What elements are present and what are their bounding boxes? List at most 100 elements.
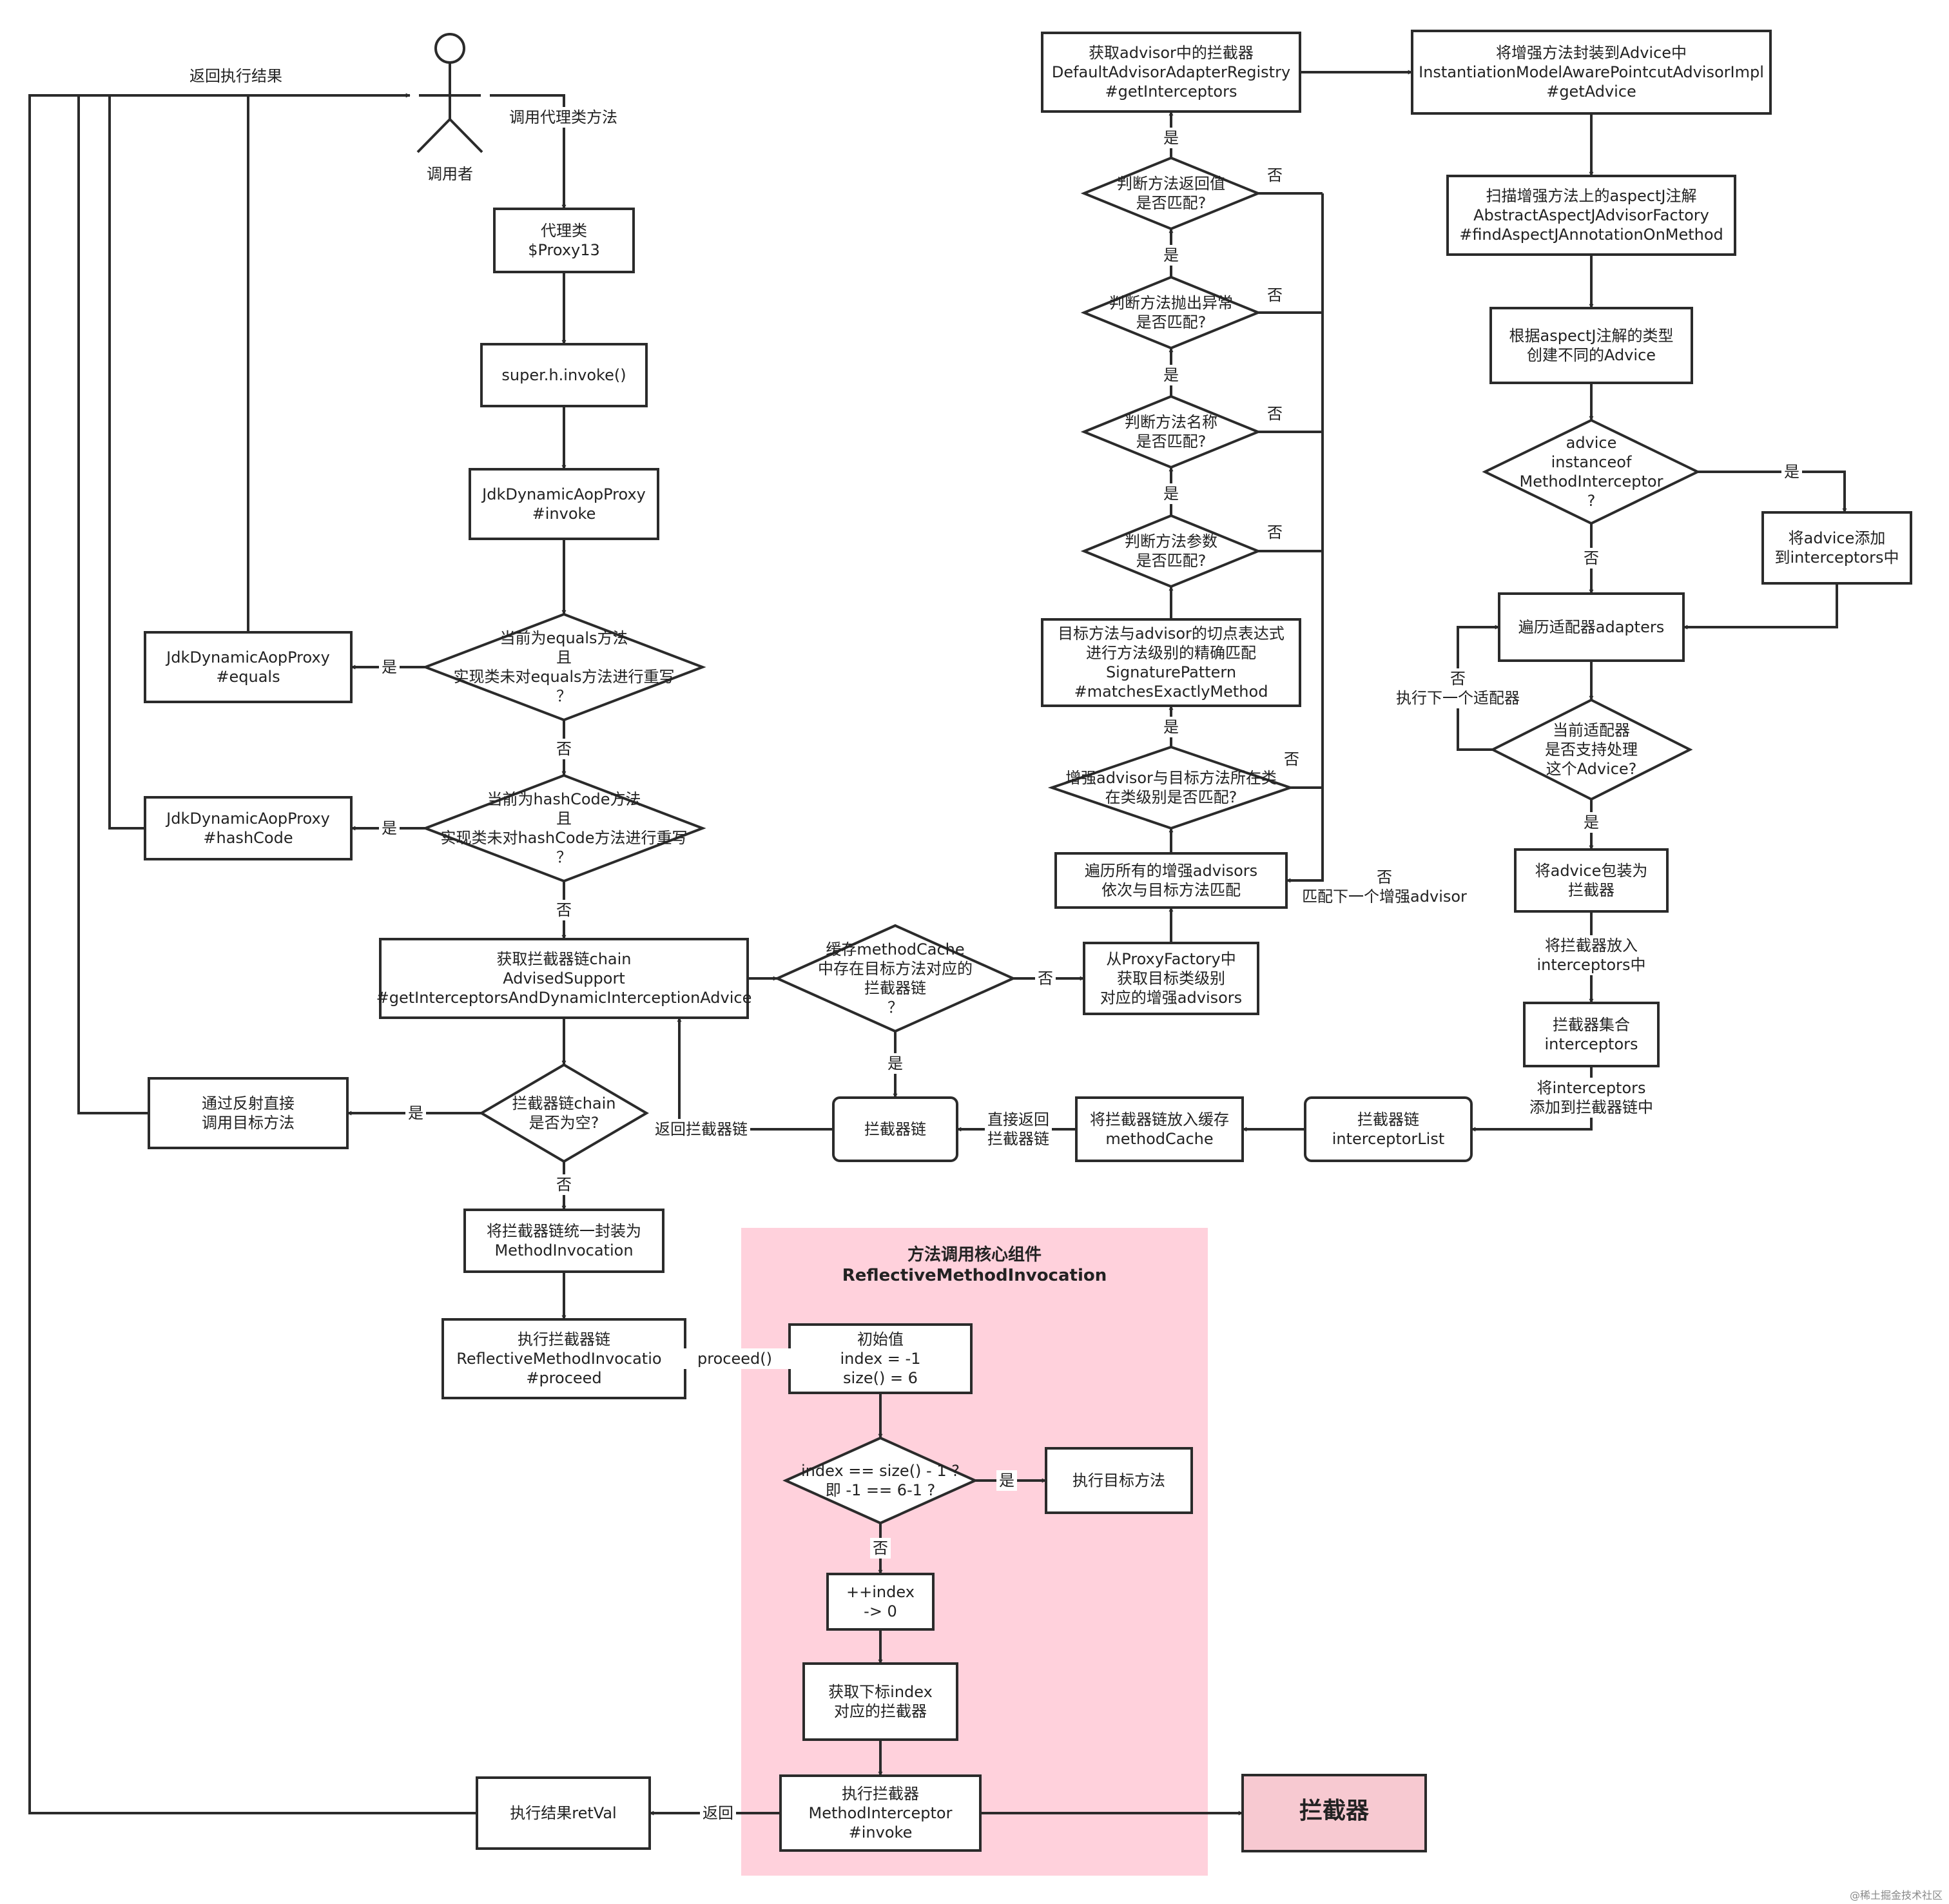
is-hashcode-text: ？ (556, 848, 572, 866)
chain-empty-node: 拦截器链chain 是否为空? (479, 1063, 649, 1163)
jdk-equals-text: JdkDynamicAopProxy (165, 648, 330, 666)
exec-interceptor-text: #invoke (849, 1823, 913, 1841)
traverse-advisors-text: 遍历所有的增强advisors (1085, 862, 1257, 880)
wrap-interceptor-text: 将advice包装为 (1535, 862, 1648, 880)
chain-empty-text: 拦截器链chain (512, 1094, 616, 1112)
is-mi-text: advice (1566, 434, 1617, 452)
interceptors-set-text: 拦截器集合 (1553, 1016, 1630, 1034)
exec-chain-text: ReflectiveMethodInvocation (456, 1350, 672, 1368)
label-next-advisor: 匹配下一个增强advisor (1302, 888, 1467, 906)
label-support-yes: 是 (1584, 813, 1599, 831)
interceptor-big-node: 拦截器 (1241, 1774, 1427, 1852)
init-val-text: index = -1 (840, 1350, 921, 1368)
interceptor-list-text: 拦截器链 (1357, 1111, 1419, 1129)
label-ismi-no: 否 (1584, 549, 1599, 567)
label-next-advisor: 否 (1377, 868, 1392, 886)
scan-aspectj-node: 扫描增强方法上的aspectJ注解AbstractAspectJAdvisorF… (1446, 175, 1736, 256)
label-direct-return: 直接返回 (987, 1111, 1049, 1129)
label-exc-yes: 是 (1163, 246, 1179, 264)
get-interceptors-text: #getInterceptors (1105, 83, 1237, 101)
is-hashcode-text: 且 (556, 810, 572, 828)
scan-aspectj-text: AbstractAspectJAdvisorFactory (1473, 206, 1709, 224)
label-direct-return: 拦截器链 (987, 1130, 1049, 1148)
reflect-direct-text: 调用目标方法 (202, 1114, 295, 1132)
label-put-interceptors: interceptors中 (1537, 956, 1645, 974)
result-node: 执行结果retVal (476, 1776, 651, 1850)
super-invoke-node: super.h.invoke() (480, 343, 648, 407)
exec-interceptor-text: MethodInterceptor (809, 1804, 953, 1822)
inc-index-text: ++index (846, 1583, 915, 1601)
wrap-advice-text: #getAdvice (1546, 83, 1636, 101)
jdk-hashcode-text: JdkDynamicAopProxy (165, 810, 330, 828)
super-invoke-text: super.h.invoke() (501, 366, 626, 384)
jdk-invoke-text: JdkDynamicAopProxy (481, 485, 646, 503)
interceptor-list-text: interceptorList (1332, 1130, 1445, 1148)
scan-aspectj-text: #findAspectJAnnotationOnMethod (1459, 226, 1723, 244)
jdk-invoke-node: JdkDynamicAopProxy#invoke (469, 468, 659, 540)
get-chain-node: 获取拦截器链chainAdvisedSupport#getInterceptor… (376, 938, 751, 1019)
watermark: @稀土掘金技术社区 (1850, 1889, 1943, 1901)
create-advice-text: 根据aspectJ注解的类型 (1509, 327, 1674, 345)
wrap-advice-text: InstantiationModelAwarePointcutAdvisorIm… (1419, 63, 1764, 81)
exc-match-text: 是否匹配? (1136, 313, 1207, 331)
cache-check-text: 中存在目标方法对应的 (818, 960, 973, 978)
exec-chain-text: 执行拦截器链 (518, 1330, 610, 1348)
label-empty-no: 否 (556, 1176, 572, 1194)
param-match-text: 是否匹配? (1136, 552, 1207, 570)
get-by-index-text: 对应的拦截器 (834, 1702, 927, 1720)
edge-actor-to-proxy (490, 94, 567, 209)
label-check-yes: 是 (999, 1472, 1014, 1490)
cache-check-text: 拦截器链 (864, 979, 926, 997)
label-return-result: 返回执行结果 (189, 67, 282, 85)
wrap-mi-text: MethodInvocation (494, 1241, 633, 1259)
edge-add-to-adapters (1683, 583, 1838, 630)
label-empty-yes: 是 (408, 1104, 423, 1122)
from-factory-text: 获取目标类级别 (1117, 969, 1225, 987)
adapter-support-text: 当前适配器 (1553, 721, 1630, 739)
cache-check-text: 缓存methodCache (826, 940, 964, 958)
param-match-text: 判断方法参数 (1125, 532, 1217, 550)
exec-target-text: 执行目标方法 (1072, 1472, 1165, 1490)
ret-match-text: 是否匹配? (1136, 194, 1207, 212)
exact-match-text: 进行方法级别的精确匹配 (1086, 644, 1256, 662)
exact-match-text: SignaturePattern (1106, 663, 1236, 681)
label-param-no: 否 (1267, 523, 1283, 541)
caller-actor: 调用者 (416, 33, 483, 183)
is-equals-text: 实现类未对equals方法进行重写 (453, 668, 674, 686)
proxy-text: 代理类 (541, 222, 587, 240)
label-add-to-chain: 添加到拦截器链中 (1529, 1098, 1653, 1116)
class-match-text: 在类级别是否匹配? (1105, 788, 1237, 806)
inc-index-node: ++index-> 0 (826, 1573, 935, 1631)
label-cache-no: 否 (1038, 969, 1053, 987)
create-advice-text: 创建不同的Advice (1527, 346, 1656, 364)
traverse-advisors-text: 依次与目标方法匹配 (1101, 881, 1241, 899)
label-next-adapter: 执行下一个适配器 (1396, 689, 1520, 707)
label-class-no: 否 (1284, 750, 1299, 768)
chain-empty-text: 是否为空? (529, 1114, 599, 1132)
init-val-text: 初始值 (857, 1330, 904, 1348)
index-check-text: index == size() - 1 ? (801, 1462, 960, 1480)
edge-equals-return (247, 94, 400, 632)
jdk-hashcode-node: JdkDynamicAopProxy#hashCode (144, 796, 353, 860)
interceptors-set-text: interceptors (1544, 1035, 1638, 1053)
jdk-hashcode-text: #hashCode (203, 829, 293, 847)
interceptor-big-text: 拦截器 (1299, 1798, 1370, 1824)
adapter-support-text: 是否支持处理 (1545, 741, 1638, 759)
get-interceptors-node: 获取advisor中的拦截器DefaultAdvisorAdapterRegis… (1041, 32, 1301, 113)
panel-title-2: ReflectiveMethodInvocation (842, 1266, 1107, 1285)
is-equals-text: ？ (556, 687, 572, 705)
exec-interceptor-text: 执行拦截器 (842, 1785, 919, 1803)
exec-chain-text: #proceed (526, 1369, 601, 1387)
